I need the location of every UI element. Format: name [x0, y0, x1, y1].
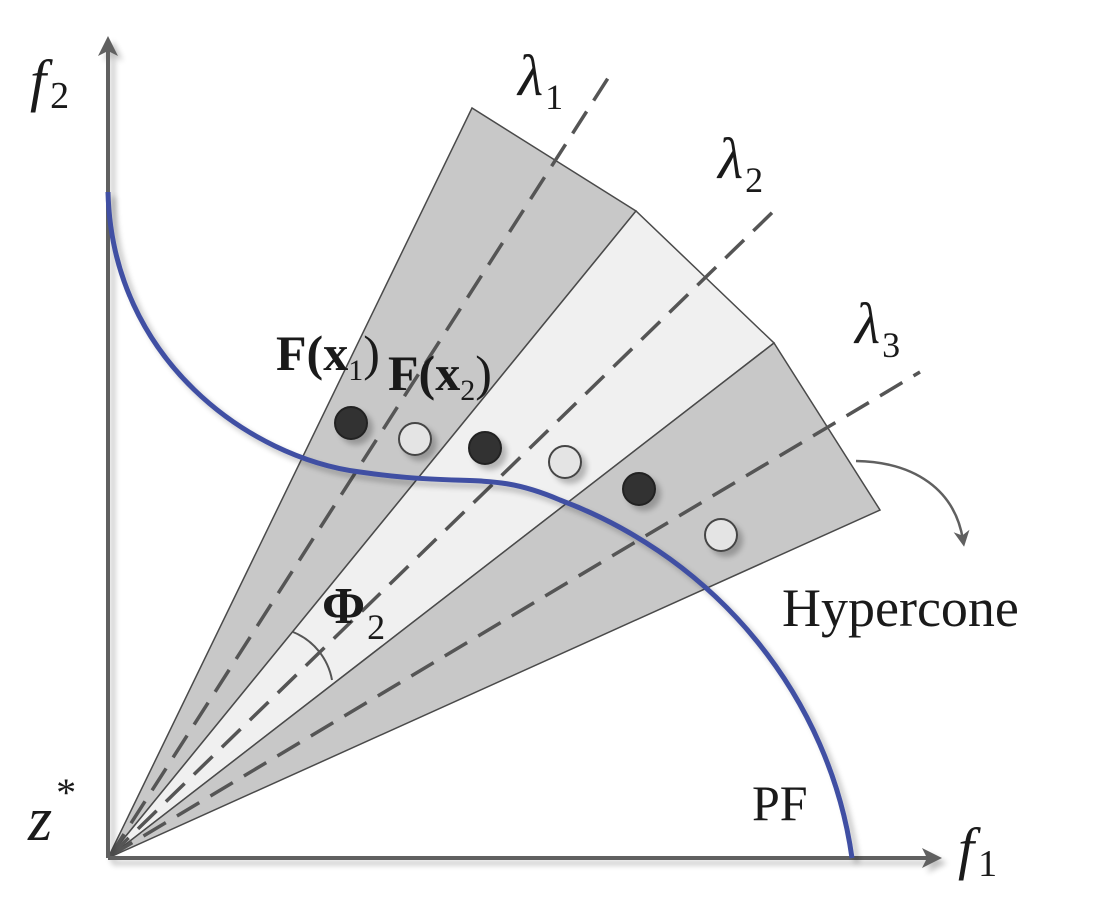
hypercone-pointer-arrow	[855, 459, 970, 547]
dark-point	[468, 431, 502, 465]
hypercone-label: Hypercone	[782, 578, 1019, 638]
pareto-front-label: PF	[752, 775, 808, 831]
dark-point	[334, 406, 368, 440]
axes	[98, 36, 942, 868]
angle-arc	[292, 631, 333, 681]
light-point	[704, 518, 738, 552]
hypercones	[107, 106, 882, 859]
solution-label-x1: F(x1)	[276, 325, 380, 387]
weight-vector-line-3	[109, 370, 921, 858]
light-point	[548, 445, 582, 479]
light-point	[398, 422, 432, 456]
pareto-front-curve	[105, 191, 855, 859]
angle-label: Φ2	[322, 578, 385, 647]
weight-vector-label-3: λ3	[853, 291, 900, 365]
dark-point	[622, 472, 656, 506]
weight-vector-lines	[108, 74, 921, 858]
weight-vector-label-1: λ1	[516, 43, 563, 117]
solution-label-x2: F(x2)	[388, 345, 492, 407]
solution-points	[334, 406, 738, 552]
ideal-point-label: z*	[27, 770, 76, 854]
weight-vector-label-2: λ2	[716, 126, 763, 200]
